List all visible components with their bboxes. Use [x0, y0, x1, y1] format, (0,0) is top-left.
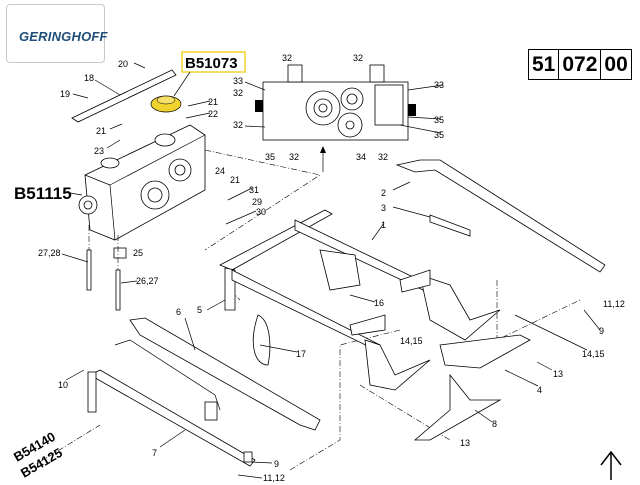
- up-arrow-icon: [600, 450, 622, 480]
- callout[interactable]: 20: [118, 59, 128, 69]
- assembly-b51073[interactable]: B51073: [185, 55, 238, 72]
- part-17: [252, 314, 271, 366]
- b51073-box: [181, 51, 246, 73]
- callout[interactable]: 21: [230, 175, 240, 185]
- callout[interactable]: 2: [381, 188, 386, 198]
- callout[interactable]: 25: [133, 248, 143, 258]
- callout[interactable]: 8: [492, 419, 497, 429]
- callout-labels: 20 18 19 21 22 21 23 24 21 31 29 30 27,2…: [38, 53, 625, 483]
- gearbox-assembly: [78, 124, 206, 241]
- part-8: [413, 373, 502, 441]
- callout[interactable]: 33: [233, 76, 243, 86]
- callout[interactable]: 13: [460, 438, 470, 448]
- callout[interactable]: 30: [256, 207, 266, 217]
- callout[interactable]: 29: [252, 197, 262, 207]
- callout[interactable]: 21: [208, 97, 218, 107]
- callout[interactable]: 18: [84, 73, 94, 83]
- callout[interactable]: 5: [197, 305, 202, 315]
- callout[interactable]: 32: [282, 53, 292, 63]
- cover-plate: [71, 69, 177, 123]
- callout[interactable]: 3: [381, 203, 386, 213]
- callout[interactable]: 32: [233, 120, 243, 130]
- gearbox-inset-view: [255, 64, 416, 141]
- callout[interactable]: 35: [434, 115, 444, 125]
- callout[interactable]: 17: [296, 349, 306, 359]
- callout[interactable]: 11,12: [603, 299, 625, 309]
- callout[interactable]: 35: [434, 130, 444, 140]
- callout[interactable]: 32: [353, 53, 363, 63]
- callout[interactable]: 33: [434, 80, 444, 90]
- callout[interactable]: 19: [60, 89, 70, 99]
- callout[interactable]: 7: [152, 448, 157, 458]
- ref-part-3: 00: [604, 53, 628, 76]
- part-4: [439, 334, 531, 369]
- callout[interactable]: 16: [374, 298, 384, 308]
- callout[interactable]: 22: [208, 109, 218, 119]
- ref-part-1: 51: [529, 50, 560, 79]
- callout[interactable]: 35: [265, 152, 275, 162]
- callout[interactable]: 21: [96, 126, 106, 136]
- geringhoff-logo: GERINGHOFF: [6, 4, 108, 63]
- callout[interactable]: 27,28: [38, 248, 61, 258]
- callout[interactable]: 34: [356, 152, 366, 162]
- callout[interactable]: 13: [553, 369, 563, 379]
- callout[interactable]: 4: [537, 385, 542, 395]
- callout[interactable]: 10: [58, 380, 68, 390]
- callout[interactable]: 9: [274, 459, 279, 469]
- logo-text: GERINGHOFF: [19, 29, 108, 44]
- callout[interactable]: 26,27: [136, 276, 159, 286]
- main-frame: [219, 209, 501, 391]
- callout[interactable]: 14,15: [582, 349, 605, 359]
- callout[interactable]: 32: [378, 152, 388, 162]
- part-2: [395, 159, 606, 273]
- callout[interactable]: 24: [215, 166, 225, 176]
- leader-lines: [61, 62, 601, 479]
- callout[interactable]: 32: [233, 88, 243, 98]
- callout[interactable]: 14,15: [400, 336, 423, 346]
- part-3: [429, 214, 471, 237]
- part-7: [89, 369, 256, 467]
- callout[interactable]: 6: [176, 307, 181, 317]
- callout[interactable]: 9: [599, 326, 604, 336]
- callout[interactable]: 1: [381, 220, 386, 230]
- ref-part-2: 072: [559, 50, 602, 79]
- callout[interactable]: 23: [94, 146, 104, 156]
- part-6: [129, 317, 321, 431]
- callout[interactable]: 11,12: [263, 473, 285, 483]
- callout[interactable]: 32: [289, 152, 299, 162]
- reference-number-box: 51 072 00: [528, 49, 632, 80]
- callout[interactable]: 31: [249, 185, 259, 195]
- assembly-b51115[interactable]: B51115: [14, 184, 72, 203]
